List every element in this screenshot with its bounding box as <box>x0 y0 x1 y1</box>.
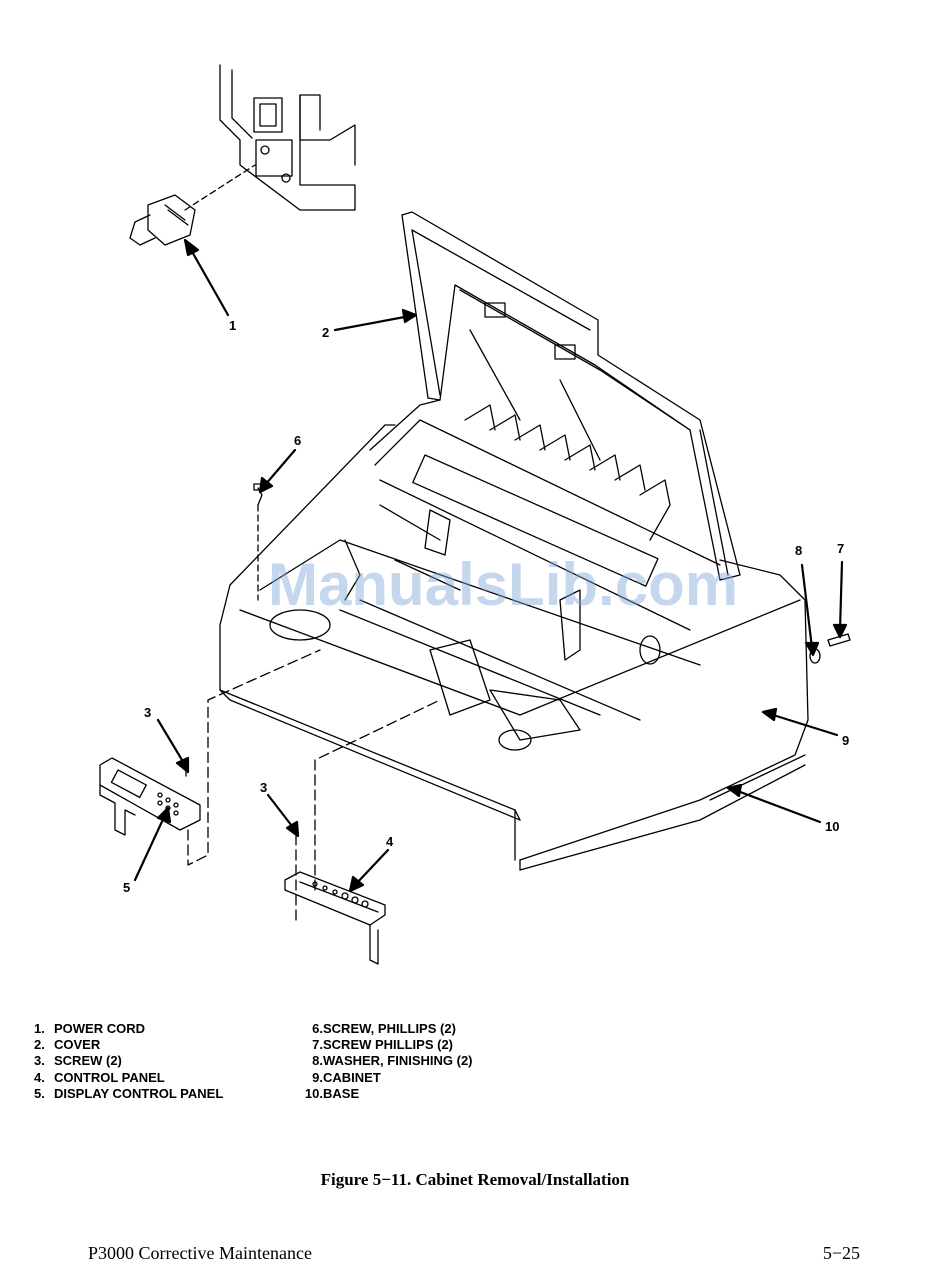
parts-legend-left: 1.POWER CORD 2.COVER 3.SCREW (2) 4.CONTR… <box>34 1021 223 1102</box>
legend-item: 4.CONTROL PANEL <box>34 1070 223 1086</box>
legend-label: BASE <box>323 1086 359 1102</box>
exploded-view-drawing: 1 2 3 3 4 5 6 7 8 9 10 ManualsLib.com <box>0 0 950 1000</box>
legend-item: 3.SCREW (2) <box>34 1053 223 1069</box>
legend-label: POWER CORD <box>54 1021 145 1037</box>
legend-item: 1.POWER CORD <box>34 1021 223 1037</box>
legend-label: COVER <box>54 1037 100 1053</box>
legend-label: DISPLAY CONTROL PANEL <box>54 1086 223 1102</box>
callout-10: 10 <box>825 819 839 834</box>
display-control-panel-illustration <box>100 650 320 865</box>
legend-item: 6.SCREW, PHILLIPS (2) <box>293 1021 473 1037</box>
control-panel-illustration <box>285 700 440 964</box>
legend-number: 3. <box>34 1053 54 1069</box>
power-receptacle-illustration <box>220 65 355 210</box>
callout-5: 5 <box>123 880 130 895</box>
callout-8: 8 <box>795 543 802 558</box>
legend-number: 1. <box>34 1021 54 1037</box>
callout-6: 6 <box>294 433 301 448</box>
power-cord-illustration <box>130 165 255 245</box>
legend-item: 10.BASE <box>293 1086 473 1102</box>
footer-title: P3000 Corrective Maintenance <box>88 1243 312 1264</box>
page-number: 5−25 <box>823 1243 860 1264</box>
callout-9: 9 <box>842 733 849 748</box>
legend-number: 7. <box>293 1037 323 1053</box>
legend-label: CONTROL PANEL <box>54 1070 165 1086</box>
legend-number: 4. <box>34 1070 54 1086</box>
callout-3-right: 3 <box>260 780 267 795</box>
cabinet-illustration <box>220 425 808 870</box>
watermark: ManualsLib.com <box>268 551 738 618</box>
legend-item: 2.COVER <box>34 1037 223 1053</box>
legend-label: WASHER, FINISHING (2) <box>323 1053 473 1069</box>
figure-caption: Figure 5−11. Cabinet Removal/Installatio… <box>0 1170 950 1190</box>
legend-item: 5.DISPLAY CONTROL PANEL <box>34 1086 223 1102</box>
legend-number: 2. <box>34 1037 54 1053</box>
legend-label: SCREW, PHILLIPS (2) <box>323 1021 456 1037</box>
legend-number: 6. <box>293 1021 323 1037</box>
legend-label: SCREW PHILLIPS (2) <box>323 1037 453 1053</box>
legend-label: CABINET <box>323 1070 381 1086</box>
legend-label: SCREW (2) <box>54 1053 122 1069</box>
legend-number: 10. <box>293 1086 323 1102</box>
callout-3-left: 3 <box>144 705 151 720</box>
legend-number: 8. <box>293 1053 323 1069</box>
cover-illustration <box>402 212 740 580</box>
legend-number: 5. <box>34 1086 54 1102</box>
parts-legend-right: 6.SCREW, PHILLIPS (2) 7.SCREW PHILLIPS (… <box>293 1021 473 1102</box>
callout-7: 7 <box>837 541 844 556</box>
callout-2: 2 <box>322 325 329 340</box>
callout-4: 4 <box>386 834 394 849</box>
callout-1: 1 <box>229 318 236 333</box>
legend-item: 8.WASHER, FINISHING (2) <box>293 1053 473 1069</box>
legend-number: 9. <box>293 1070 323 1086</box>
legend-item: 7.SCREW PHILLIPS (2) <box>293 1037 473 1053</box>
legend-item: 9.CABINET <box>293 1070 473 1086</box>
